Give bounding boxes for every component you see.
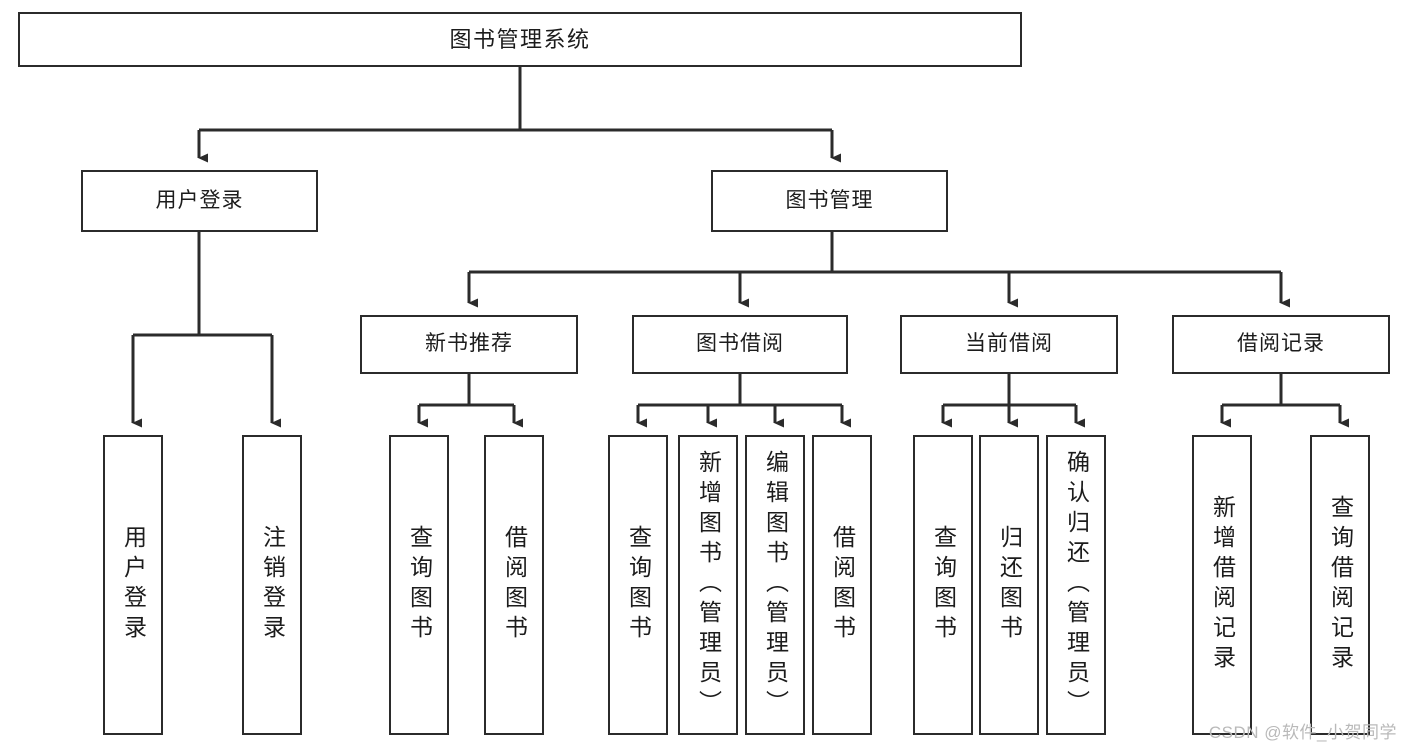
node-label: 确认归还（管理员） (1063, 450, 1090, 720)
node-leaf-query-borrow-record[interactable]: 查询借阅记录 (1310, 435, 1370, 735)
node-label: 查询图书 (406, 525, 433, 645)
node-leaf-add-borrow-record[interactable]: 新增借阅记录 (1192, 435, 1252, 735)
node-leaf-return-book[interactable]: 归还图书 (979, 435, 1039, 735)
node-label: 归还图书 (996, 525, 1023, 645)
node-root-book-management-system[interactable]: 图书管理系统 (18, 12, 1022, 67)
node-label: 编辑图书（管理员） (762, 450, 789, 720)
node-current-borrow[interactable]: 当前借阅 (900, 315, 1118, 374)
node-label: 借阅记录 (1237, 332, 1325, 356)
node-borrow-record[interactable]: 借阅记录 (1172, 315, 1390, 374)
node-leaf-logout[interactable]: 注销登录 (242, 435, 302, 735)
node-label: 借阅图书 (829, 525, 856, 645)
node-label: 图书管理系统 (449, 26, 591, 52)
node-leaf-borrow-book-recommend[interactable]: 借阅图书 (484, 435, 544, 735)
node-label: 查询借阅记录 (1327, 495, 1354, 675)
node-label: 查询图书 (930, 525, 957, 645)
node-label: 图书借阅 (696, 332, 784, 356)
node-label: 新增图书（管理员） (695, 450, 722, 720)
node-leaf-add-book-admin[interactable]: 新增图书（管理员） (678, 435, 738, 735)
node-label: 当前借阅 (965, 332, 1053, 356)
node-label: 新书推荐 (425, 332, 513, 356)
node-label: 注销登录 (259, 525, 286, 645)
node-leaf-confirm-return-admin[interactable]: 确认归还（管理员） (1046, 435, 1106, 735)
node-label: 借阅图书 (501, 525, 528, 645)
node-leaf-edit-book-admin[interactable]: 编辑图书（管理员） (745, 435, 805, 735)
node-new-book-recommend[interactable]: 新书推荐 (360, 315, 578, 374)
node-book-management[interactable]: 图书管理 (711, 170, 948, 232)
node-user-login[interactable]: 用户登录 (81, 170, 318, 232)
node-leaf-query-book-current[interactable]: 查询图书 (913, 435, 973, 735)
node-leaf-query-book-recommend[interactable]: 查询图书 (389, 435, 449, 735)
node-leaf-user-login[interactable]: 用户登录 (103, 435, 163, 735)
node-leaf-borrow-book[interactable]: 借阅图书 (812, 435, 872, 735)
csdn-watermark: CSDN @软件_小贺同学 (1208, 723, 1397, 742)
node-label: 查询图书 (625, 525, 652, 645)
node-label: 用户登录 (120, 525, 147, 645)
node-label: 用户登录 (155, 188, 244, 212)
node-book-borrow[interactable]: 图书借阅 (632, 315, 848, 374)
node-leaf-query-book-borrow[interactable]: 查询图书 (608, 435, 668, 735)
node-label: 图书管理 (785, 188, 874, 212)
node-label: 新增借阅记录 (1209, 495, 1236, 675)
